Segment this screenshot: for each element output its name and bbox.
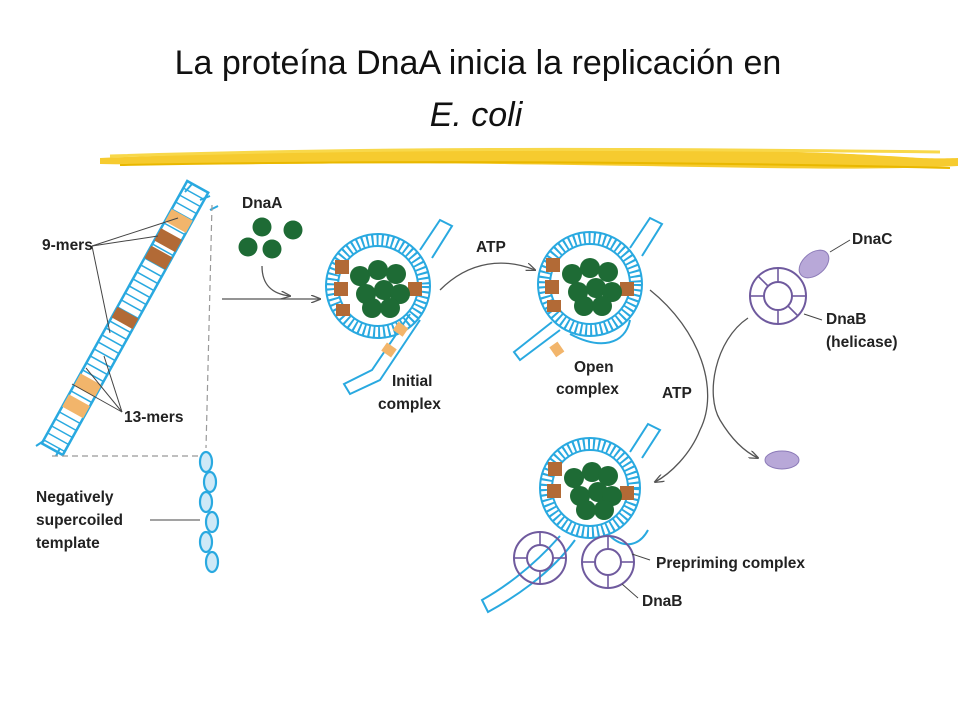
ladder-rung <box>132 278 155 292</box>
ladder-rung <box>82 369 104 383</box>
ladder-rung <box>47 432 69 446</box>
released-dnac <box>764 450 800 470</box>
dnaa-cluster <box>562 258 622 316</box>
ladder-rung <box>58 411 81 425</box>
label-supercoiled: supercoiled <box>36 512 123 529</box>
zoom-dashed-lines <box>52 204 213 457</box>
ladder-rung <box>140 264 163 278</box>
label-prepriming-complex: Prepriming complex <box>656 555 805 572</box>
ladder-rung <box>109 320 132 334</box>
label-dnab: DnaB <box>826 311 866 328</box>
dna-ladder-left <box>35 179 219 457</box>
nine-mer-box <box>111 306 139 330</box>
ladder-rung <box>89 355 112 369</box>
arrow-atp-top <box>439 262 535 291</box>
prepriming-complex <box>480 422 662 614</box>
ladder-rung <box>70 390 93 404</box>
label-template: template <box>36 535 100 552</box>
title-line-1: La proteína DnaA inicia la replicación e… <box>174 44 782 82</box>
nine-mer-box <box>144 245 173 270</box>
label-negatively: Negatively <box>36 489 114 506</box>
label-13-mers: 13-mers <box>124 409 183 426</box>
label-dnab-bottom: DnaB <box>642 593 682 610</box>
label-helicase: (helicase) <box>826 334 898 351</box>
ladder-rung <box>43 439 66 453</box>
dnab-helicase-with-dnac <box>749 239 851 325</box>
ladder-rung <box>151 243 174 257</box>
ladder-rung <box>179 194 201 208</box>
label-atp-top: ATP <box>476 239 506 256</box>
label-dnac: DnaC <box>852 231 892 248</box>
label-atp-mid: ATP <box>662 385 692 402</box>
nine-mer-box <box>164 208 193 233</box>
ladder-rung <box>144 257 166 271</box>
ladder-rung <box>93 348 116 362</box>
dnaa-cluster <box>564 462 622 520</box>
nine-mer-box <box>154 228 183 253</box>
title-line-2: E. coli <box>429 96 523 134</box>
ladder-rung <box>128 285 151 299</box>
ladder-rung <box>120 299 143 313</box>
yellow-highlight-stroke <box>100 147 958 169</box>
dnaa-free-proteins <box>238 217 303 259</box>
ladder-rung <box>136 271 159 285</box>
arrow-to-initial <box>222 265 320 299</box>
pointer-lines <box>71 217 200 521</box>
thirteen-mer-box <box>62 394 90 419</box>
ladder-rung <box>97 341 120 355</box>
initial-complex <box>325 218 454 396</box>
crossing-arrows <box>649 289 758 482</box>
label-initial: Initial <box>392 373 432 390</box>
ladder-rung <box>54 418 77 432</box>
ladder-rung <box>86 362 108 376</box>
thirteen-mer-box <box>73 373 102 398</box>
label-9-mers: 9-mers <box>42 237 93 254</box>
open-complex <box>512 216 664 362</box>
ladder-rung <box>51 425 73 439</box>
ladder-rung <box>175 201 197 215</box>
label-dnaa: DnaA <box>242 195 282 212</box>
label-initial-complex: complex <box>378 396 441 413</box>
ladder-rung <box>124 292 147 306</box>
label-open: Open <box>574 359 614 376</box>
supercoiled-template <box>198 450 220 574</box>
ladder-rung <box>101 334 124 348</box>
dnaa-cluster <box>350 260 410 318</box>
ladder-rung <box>163 222 186 236</box>
label-open-complex: complex <box>556 381 619 398</box>
